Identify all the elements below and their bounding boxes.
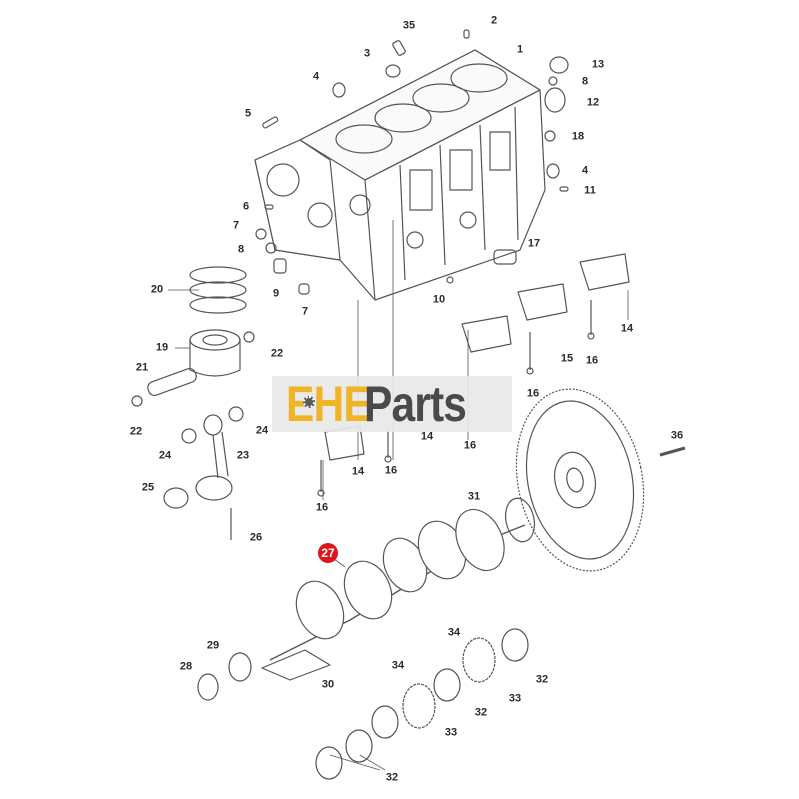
watermark-banner: EHE Parts bbox=[272, 376, 512, 432]
part-callout-7[interactable]: 7 bbox=[232, 219, 240, 232]
part-callout-6[interactable]: 6 bbox=[242, 200, 250, 213]
part-callout-24[interactable]: 24 bbox=[158, 449, 172, 462]
bearings-and-thrust-washers bbox=[197, 628, 529, 780]
highlighted-part-badge[interactable]: 27 bbox=[318, 543, 338, 563]
part-callout-35[interactable]: 35 bbox=[402, 19, 416, 32]
part-callout-16[interactable]: 16 bbox=[463, 439, 477, 452]
part-callout-23[interactable]: 23 bbox=[236, 449, 250, 462]
part-callout-22[interactable]: 22 bbox=[129, 425, 143, 438]
part-callout-33[interactable]: 33 bbox=[508, 692, 522, 705]
part-callout-32[interactable]: 32 bbox=[385, 771, 399, 784]
part-callout-19[interactable]: 19 bbox=[155, 341, 169, 354]
part-callout-15[interactable]: 15 bbox=[560, 352, 574, 365]
part-callout-24[interactable]: 24 bbox=[255, 424, 269, 437]
watermark-brand-parts: Parts bbox=[363, 376, 467, 432]
main-bearing-caps bbox=[317, 253, 630, 497]
watermark-brand-ehe: EHE bbox=[286, 376, 372, 432]
part-callout-14[interactable]: 14 bbox=[351, 465, 365, 478]
part-callout-7[interactable]: 7 bbox=[301, 305, 309, 318]
part-callout-4[interactable]: 4 bbox=[581, 164, 589, 177]
part-callout-3[interactable]: 3 bbox=[363, 47, 371, 60]
part-callout-33[interactable]: 33 bbox=[444, 726, 458, 739]
part-callout-10[interactable]: 10 bbox=[432, 293, 446, 306]
part-callout-14[interactable]: 14 bbox=[420, 430, 434, 443]
part-callout-25[interactable]: 25 bbox=[141, 481, 155, 494]
part-callout-5[interactable]: 5 bbox=[244, 107, 252, 120]
part-callout-36[interactable]: 36 bbox=[670, 429, 684, 442]
part-callout-34[interactable]: 34 bbox=[391, 659, 405, 672]
block-small-parts bbox=[255, 29, 569, 295]
part-callout-1[interactable]: 1 bbox=[516, 43, 524, 56]
part-callout-26[interactable]: 26 bbox=[249, 531, 263, 544]
part-callout-16[interactable]: 16 bbox=[526, 387, 540, 400]
part-callout-8[interactable]: 8 bbox=[581, 75, 589, 88]
crankshaft bbox=[261, 508, 526, 681]
part-callout-16[interactable]: 16 bbox=[315, 501, 329, 514]
part-callout-28[interactable]: 28 bbox=[179, 660, 193, 673]
part-callout-13[interactable]: 13 bbox=[591, 58, 605, 71]
part-callout-31[interactable]: 31 bbox=[467, 490, 481, 503]
part-callout-9[interactable]: 9 bbox=[272, 287, 280, 300]
part-callout-30[interactable]: 30 bbox=[321, 678, 335, 691]
piston-assembly bbox=[131, 266, 255, 540]
cylinder-block bbox=[254, 49, 546, 301]
part-callout-14[interactable]: 14 bbox=[620, 322, 634, 335]
part-callout-8[interactable]: 8 bbox=[237, 243, 245, 256]
part-callout-29[interactable]: 29 bbox=[206, 639, 220, 652]
part-callout-34[interactable]: 34 bbox=[447, 626, 461, 639]
part-callout-4[interactable]: 4 bbox=[312, 70, 320, 83]
part-callout-32[interactable]: 32 bbox=[474, 706, 488, 719]
part-callout-22[interactable]: 22 bbox=[270, 347, 284, 360]
part-callout-11[interactable]: 11 bbox=[584, 184, 596, 197]
part-callout-32[interactable]: 32 bbox=[535, 673, 549, 686]
part-callout-2[interactable]: 2 bbox=[490, 14, 498, 27]
part-callout-12[interactable]: 12 bbox=[586, 96, 600, 109]
part-callout-17[interactable]: 17 bbox=[527, 237, 541, 250]
gear-icon bbox=[303, 396, 315, 408]
part-callout-16[interactable]: 16 bbox=[384, 464, 398, 477]
part-callout-20[interactable]: 20 bbox=[150, 283, 164, 296]
part-callout-16[interactable]: 16 bbox=[585, 354, 599, 367]
flywheel bbox=[504, 388, 686, 572]
part-callout-21[interactable]: 21 bbox=[135, 361, 149, 374]
part-callout-18[interactable]: 18 bbox=[571, 130, 585, 143]
